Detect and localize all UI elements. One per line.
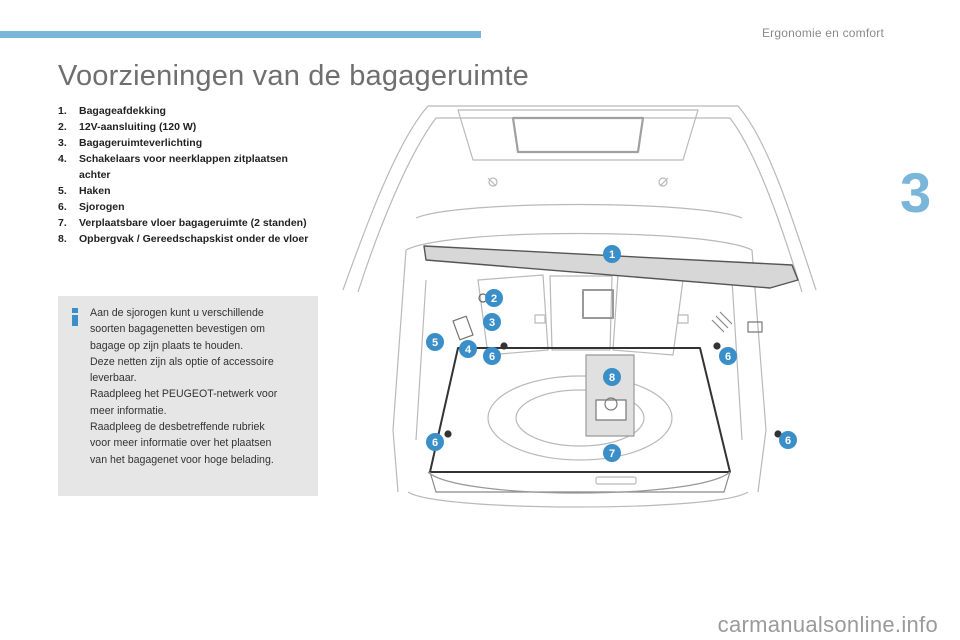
info-line: Aan de sjorogen kunt u verschillende bbox=[90, 307, 264, 319]
info-icon bbox=[68, 308, 82, 326]
legend-number: 2. bbox=[58, 121, 67, 133]
legend-item: 6. Sjorogen bbox=[58, 199, 320, 215]
callout-badge-6: 6 bbox=[426, 433, 444, 451]
svg-text:2: 2 bbox=[491, 293, 497, 305]
callout-badge-3: 3 bbox=[483, 313, 501, 331]
svg-text:6: 6 bbox=[432, 437, 438, 449]
legend-text: 12V-aansluiting (120 W) bbox=[79, 121, 197, 133]
legend-item: 5. Haken bbox=[58, 183, 320, 199]
page-title: Voorzieningen van de bagageruimte bbox=[58, 60, 529, 92]
info-line: Raadpleeg de desbetreffende rubriek bbox=[90, 421, 265, 434]
svg-text:3: 3 bbox=[489, 317, 495, 329]
info-line: voor meer informatie over het plaatsen bbox=[90, 437, 272, 450]
info-line: van het bagagenet voor hoge belading. bbox=[90, 453, 274, 466]
legend-number: 5. bbox=[58, 185, 67, 197]
legend-item: 8. Opbergvak / Gereedschapskist onder de … bbox=[58, 231, 320, 247]
info-line: Raadpleeg het PEUGEOT-netwerk voor bbox=[90, 388, 278, 401]
svg-text:1: 1 bbox=[609, 249, 615, 261]
legend-item: 4. Schakelaars voor neerklappen zitplaats… bbox=[58, 151, 320, 183]
info-line: leverbaar. bbox=[90, 372, 137, 385]
svg-text:6: 6 bbox=[725, 351, 731, 363]
watermark: carmanualsonline.info bbox=[717, 612, 938, 637]
legend-number: 3. bbox=[58, 137, 67, 149]
legend-list: 1. Bagageafdekking 2. 12V-aansluiting (120… bbox=[58, 103, 320, 247]
legend-text: Haken bbox=[79, 185, 111, 197]
legend-text: Verplaatsbare vloer bagageruimte (2 stan… bbox=[79, 217, 307, 229]
chapter-number: 3 bbox=[900, 161, 932, 224]
info-box: Aan de sjorogen kunt u verschillende soo… bbox=[58, 296, 318, 496]
callout-badge-7: 7 bbox=[603, 444, 621, 462]
legend-item: 1. Bagageafdekking bbox=[58, 103, 320, 119]
svg-text:5: 5 bbox=[432, 337, 438, 349]
info-line: meer informatie. bbox=[90, 404, 167, 417]
legend-item: 3. Bagageruimteverlichting bbox=[58, 135, 320, 151]
legend-number: 7. bbox=[58, 217, 67, 229]
info-line: bagage op zijn plaats te houden. bbox=[90, 339, 244, 352]
callout-badge-1: 1 bbox=[603, 245, 621, 263]
legend-item: 7. Verplaatsbare vloer bagageruimte (2 st… bbox=[58, 215, 320, 231]
legend-text: Sjorogen bbox=[79, 201, 125, 213]
svg-text:8: 8 bbox=[609, 372, 615, 384]
svg-text:7: 7 bbox=[609, 448, 615, 460]
info-line: soorten bagagenetten bevestigen om bbox=[90, 323, 265, 336]
callout-badge-6: 6 bbox=[779, 431, 797, 449]
legend-item: 2. 12V-aansluiting (120 W) bbox=[58, 119, 320, 135]
callout-badge-2: 2 bbox=[485, 289, 503, 307]
trunk-illustration: 1 2 3 4 5 6 6 6 bbox=[342, 105, 817, 508]
legend-number: 4. bbox=[58, 153, 67, 165]
svg-text:6: 6 bbox=[785, 435, 791, 447]
callout-badge-6: 6 bbox=[719, 347, 737, 365]
info-line: Deze netten zijn als optie of accessoire bbox=[90, 355, 274, 368]
legend-number: 8. bbox=[58, 233, 67, 245]
legend-number: 1. bbox=[58, 105, 67, 117]
svg-text:4: 4 bbox=[465, 344, 472, 356]
callout-badges: 1 2 3 4 5 6 6 6 bbox=[426, 245, 797, 462]
info-text: Aan de sjorogen kunt u verschillende soo… bbox=[90, 305, 312, 468]
callout-badge-5: 5 bbox=[426, 333, 444, 351]
legend-number: 6. bbox=[58, 201, 67, 213]
callout-badge-6: 6 bbox=[483, 347, 501, 365]
callout-badge-4: 4 bbox=[459, 340, 477, 358]
callout-badge-8: 8 bbox=[603, 368, 621, 386]
svg-text:6: 6 bbox=[489, 351, 495, 363]
section-header: Ergonomie en comfort bbox=[761, 26, 884, 40]
legend-text: Schakelaars voor neerklappen zitplaatsen… bbox=[79, 153, 288, 181]
top-accent-bar bbox=[0, 31, 481, 38]
legend-text: Opbergvak / Gereedschapskist onder de vl… bbox=[79, 233, 309, 245]
legend-text: Bagageruimteverlichting bbox=[79, 137, 203, 149]
legend-text: Bagageafdekking bbox=[79, 105, 166, 117]
